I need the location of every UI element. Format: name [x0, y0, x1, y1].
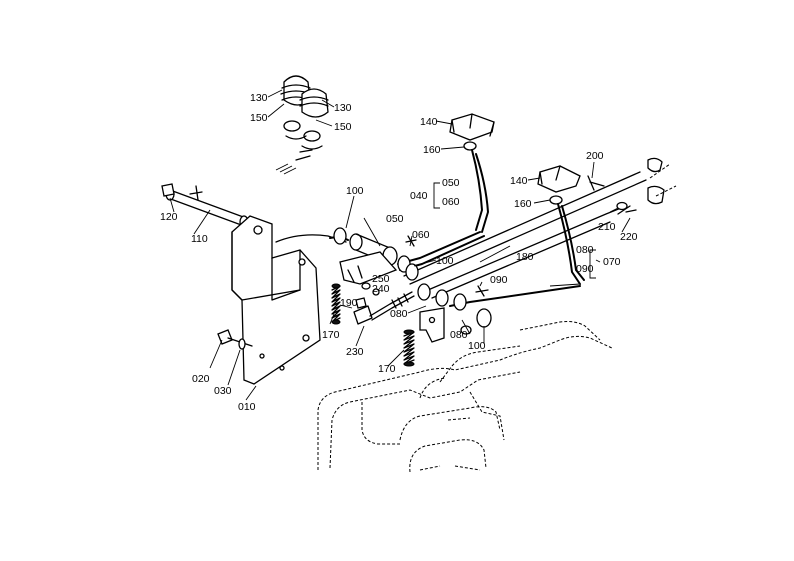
brake-pedal-left [397, 113, 495, 271]
label-160: 160 [514, 198, 532, 210]
label-130: 130 [334, 102, 352, 114]
label-070: 070 [603, 256, 621, 268]
label-200: 200 [586, 150, 604, 162]
label-170: 170 [378, 363, 396, 375]
part-labels: 130 130 150 150 140 140 160 160 200 120 … [160, 92, 638, 413]
label-130: 130 [250, 92, 268, 104]
label-140: 140 [420, 116, 438, 128]
leader-lines [169, 89, 631, 401]
label-050: 050 [442, 177, 460, 189]
tractor-frame-outline [317, 321, 613, 473]
label-060: 060 [412, 229, 430, 241]
label-220: 220 [620, 231, 638, 243]
label-250: 250 [372, 273, 390, 285]
main-bracket-010 [231, 215, 349, 385]
label-080: 080 [576, 244, 594, 256]
label-160: 160 [423, 144, 441, 156]
label-090: 090 [490, 274, 508, 286]
label-240: 240 [372, 283, 390, 295]
label-150: 150 [334, 121, 352, 133]
pivot-housing [333, 227, 492, 343]
label-120: 120 [160, 211, 178, 223]
label-210: 210 [598, 221, 616, 233]
label-100: 100 [346, 185, 364, 197]
label-090: 090 [576, 263, 594, 275]
label-080: 080 [450, 329, 468, 341]
label-100: 100 [436, 255, 454, 267]
label-100: 100 [468, 340, 486, 352]
label-110: 110 [191, 233, 208, 245]
label-030: 030 [214, 385, 232, 397]
label-060: 060 [442, 196, 460, 208]
label-050: 050 [386, 213, 404, 225]
label-230: 230 [346, 346, 364, 358]
label-010: 010 [238, 401, 256, 413]
spring-170-center [403, 329, 415, 367]
cross-shaft-110 [161, 183, 249, 229]
label-150: 150 [250, 112, 268, 124]
long-shaft-180 [403, 171, 647, 299]
bolt-and-washer [217, 329, 253, 350]
label-020: 020 [192, 373, 210, 385]
spring-170-left [331, 283, 341, 325]
label-170: 170 [322, 329, 340, 341]
label-080: 080 [390, 308, 408, 320]
adjuster-rod [353, 282, 415, 325]
right-pins [587, 157, 677, 215]
label-040: 040 [410, 190, 428, 202]
label-180: 180 [516, 251, 534, 263]
label-190: 190 [340, 297, 358, 309]
label-140: 140 [510, 175, 528, 187]
pedal-pad-assembly [275, 75, 329, 175]
